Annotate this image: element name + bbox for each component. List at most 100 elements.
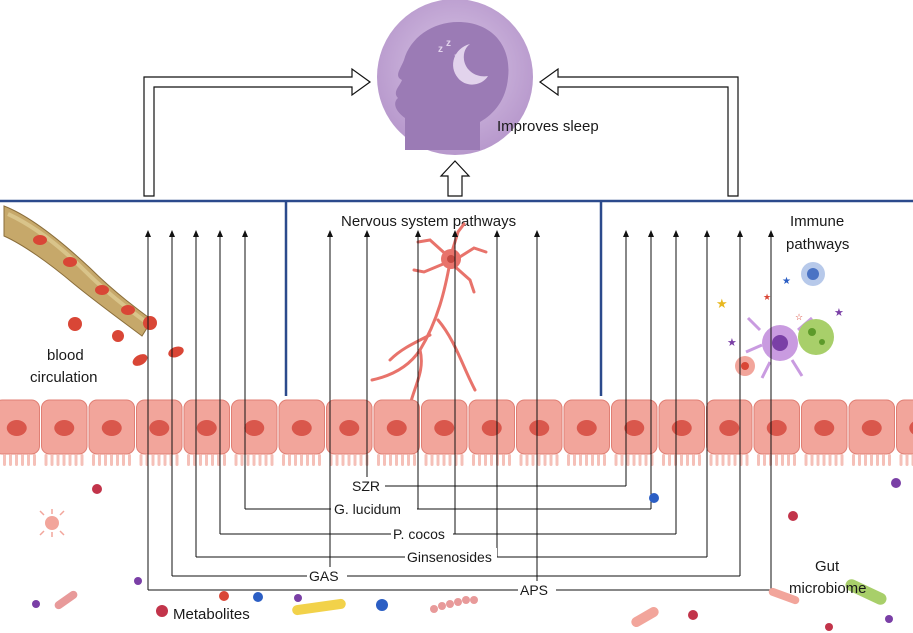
microvillus bbox=[692, 454, 695, 466]
microvillus bbox=[662, 454, 665, 466]
microvillus bbox=[543, 454, 547, 466]
microvillus bbox=[80, 454, 84, 466]
microvillus bbox=[549, 454, 553, 466]
microvillus bbox=[21, 454, 24, 466]
microvillus bbox=[870, 454, 873, 466]
microvillus bbox=[899, 454, 903, 466]
microvillus bbox=[680, 454, 683, 466]
microvillus bbox=[686, 454, 689, 466]
cell-nucleus bbox=[291, 420, 312, 436]
microvillus bbox=[199, 454, 202, 466]
microvillus bbox=[876, 454, 879, 466]
microvillus bbox=[383, 454, 386, 466]
microvillus bbox=[519, 454, 523, 466]
svg-text:★: ★ bbox=[763, 292, 771, 302]
cell-nucleus bbox=[671, 420, 692, 436]
microvillus bbox=[395, 454, 398, 466]
microvillus bbox=[353, 454, 357, 466]
microvillus bbox=[537, 454, 541, 466]
microvillus bbox=[484, 454, 487, 466]
microvillus bbox=[448, 454, 452, 466]
microvillus bbox=[98, 454, 101, 466]
microvillus bbox=[246, 454, 250, 466]
microvillus bbox=[300, 454, 303, 466]
cell-nucleus bbox=[54, 420, 75, 436]
microvillus bbox=[816, 454, 820, 466]
cell-nucleus bbox=[909, 421, 913, 435]
microvillus bbox=[460, 454, 464, 466]
microvillus bbox=[810, 454, 814, 466]
microvillus bbox=[775, 454, 778, 466]
microvillus bbox=[193, 454, 196, 466]
microvillus bbox=[905, 454, 909, 466]
microvillus bbox=[359, 454, 363, 466]
microvillus bbox=[252, 454, 256, 466]
epithelial-cell-layer bbox=[0, 399, 913, 466]
compound-aps: APS bbox=[520, 582, 548, 598]
microvillus bbox=[68, 454, 72, 466]
microvillus bbox=[175, 454, 179, 466]
microvillus bbox=[240, 454, 244, 466]
microvillus bbox=[745, 454, 749, 466]
microvillus bbox=[335, 454, 339, 466]
cell-nucleus bbox=[481, 420, 502, 436]
microvillus bbox=[27, 454, 30, 466]
left-hollow-arrow bbox=[143, 67, 372, 197]
microvillus bbox=[793, 454, 796, 466]
microvillus bbox=[139, 454, 143, 466]
microvillus bbox=[508, 454, 511, 466]
microvillus bbox=[44, 454, 48, 466]
microvillus bbox=[626, 454, 630, 466]
microvillus bbox=[502, 454, 505, 466]
microvillus bbox=[757, 454, 760, 466]
microvillus bbox=[733, 454, 737, 466]
microvillus bbox=[347, 454, 351, 466]
microvillus bbox=[644, 454, 648, 466]
microvillus bbox=[638, 454, 642, 466]
immune-label-line1: Immune bbox=[790, 213, 844, 230]
microvillus bbox=[407, 454, 410, 466]
compound-labels: SZR G. lucidum P. cocos Ginsenosides GAS… bbox=[307, 477, 556, 599]
sleep-head-icon: z z z bbox=[377, 0, 533, 155]
microvillus bbox=[341, 454, 345, 466]
svg-text:z: z bbox=[446, 38, 451, 49]
microvillus bbox=[270, 454, 274, 466]
microvillus bbox=[531, 454, 535, 466]
svg-text:z: z bbox=[454, 52, 459, 63]
microvillus bbox=[852, 454, 855, 466]
microvillus bbox=[104, 454, 107, 466]
microvillus bbox=[294, 454, 297, 466]
cell-nucleus bbox=[149, 420, 170, 436]
microvillus bbox=[579, 454, 582, 466]
microvillus bbox=[157, 454, 161, 466]
immune-label-line2: pathways bbox=[786, 236, 849, 253]
cell-nucleus bbox=[434, 420, 455, 436]
svg-text:★: ★ bbox=[834, 307, 844, 319]
microvillus bbox=[632, 454, 636, 466]
microvillus bbox=[282, 454, 285, 466]
microvillus bbox=[763, 454, 766, 466]
microvillus bbox=[116, 454, 119, 466]
microvillus bbox=[3, 454, 6, 466]
microvillus bbox=[62, 454, 66, 466]
microvillus bbox=[864, 454, 867, 466]
cell-nucleus bbox=[244, 420, 265, 436]
neuron-icon bbox=[370, 222, 488, 407]
cell-nucleus bbox=[339, 420, 360, 436]
microvillus bbox=[840, 454, 844, 466]
immune-cells-icon: ★ ★ ★ ★ ★ ☆ bbox=[716, 262, 844, 379]
microvillus bbox=[389, 454, 392, 466]
cell-nucleus bbox=[766, 420, 787, 436]
microvillus bbox=[234, 454, 238, 466]
microvillus bbox=[555, 454, 559, 466]
svg-text:★: ★ bbox=[782, 276, 791, 287]
cell-nucleus bbox=[386, 420, 407, 436]
compound-gas: GAS bbox=[309, 568, 339, 584]
microvillus bbox=[822, 454, 826, 466]
microvillus bbox=[834, 454, 838, 466]
microvillus bbox=[205, 454, 208, 466]
gut-microbes-icon bbox=[32, 478, 901, 631]
microvillus bbox=[781, 454, 784, 466]
microvillus bbox=[591, 454, 594, 466]
microvillus bbox=[472, 454, 475, 466]
